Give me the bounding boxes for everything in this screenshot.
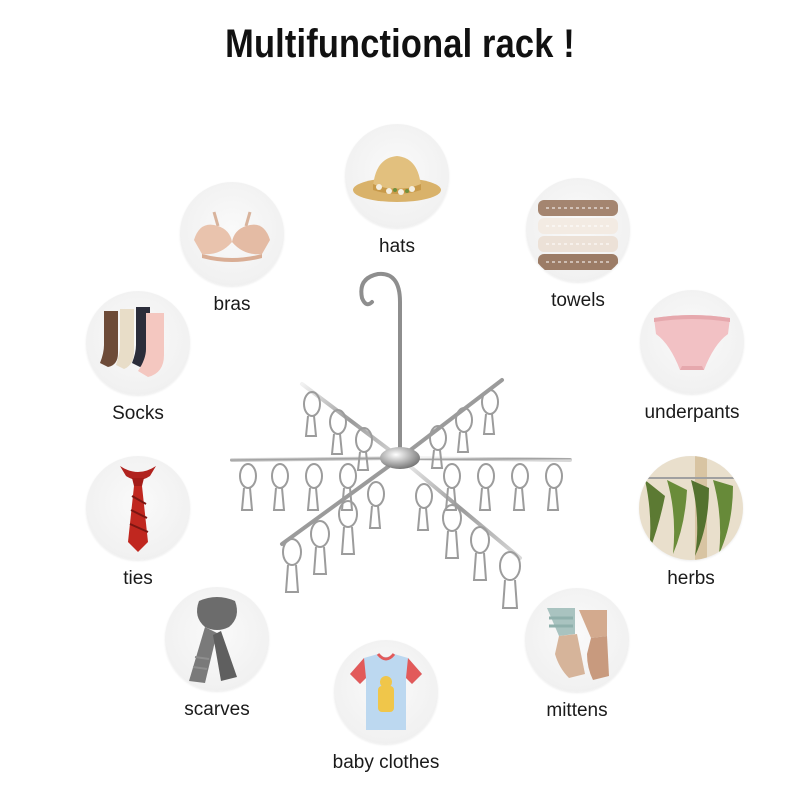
herbs-image <box>639 456 743 560</box>
item-socks: Socks <box>78 291 198 425</box>
underpants-image <box>640 290 744 394</box>
item-bras: bras <box>172 182 292 316</box>
mittens-image <box>525 588 629 692</box>
bras-label: bras <box>213 294 251 315</box>
hat-image <box>345 124 449 228</box>
page-title: Multifunctional rack ! <box>225 22 575 66</box>
towels-label: towels <box>551 290 605 311</box>
baby-clothes-label: baby clothes <box>332 752 440 773</box>
herbs-label: herbs <box>667 568 715 589</box>
socks-label: Socks <box>112 403 164 424</box>
hats-label: hats <box>379 236 415 257</box>
item-hats: hats <box>337 124 457 258</box>
item-scarves: scarves <box>157 587 277 721</box>
scarves-label: scarves <box>184 699 250 720</box>
item-ties: ties <box>78 456 198 590</box>
item-towels: towels <box>518 178 638 312</box>
socks-image <box>86 291 190 395</box>
mittens-label: mittens <box>546 700 608 721</box>
baby-clothes-image <box>334 640 438 744</box>
underpants-label: underpants <box>644 402 740 423</box>
tie-image <box>86 456 190 560</box>
ties-label: ties <box>123 568 153 589</box>
item-baby-clothes: baby clothes <box>326 640 446 774</box>
scarf-image <box>165 587 269 691</box>
towels-image <box>526 178 630 282</box>
rack-image <box>230 271 572 609</box>
item-mittens: mittens <box>517 588 637 722</box>
item-underpants: underpants <box>632 290 752 424</box>
bra-image <box>180 182 284 286</box>
item-herbs: herbs <box>631 456 751 590</box>
